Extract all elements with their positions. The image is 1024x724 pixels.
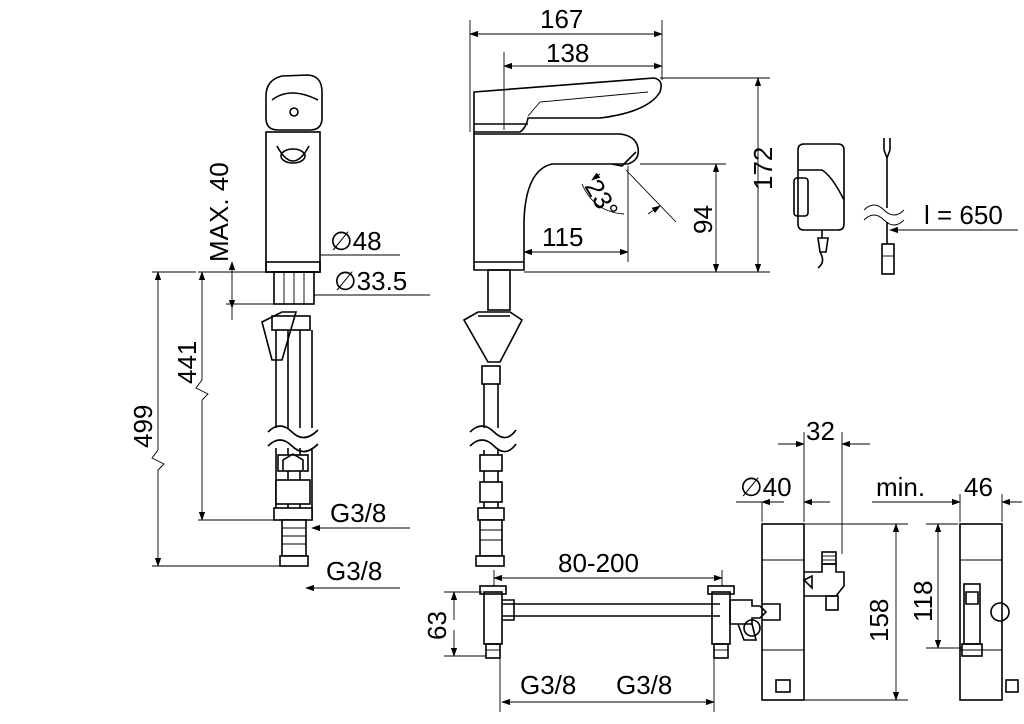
supply-pipe-assembly bbox=[479, 585, 781, 659]
front-dimensions: MAX. 40 ∅48 ∅33.5 441 499 G3/8 G3/8 bbox=[128, 162, 430, 592]
mixer-front-dimensions: 32 ∅40 158 bbox=[736, 416, 908, 701]
dim-diameter-48: ∅48 bbox=[330, 226, 382, 256]
dim-cable-length: l = 650 bbox=[924, 200, 1003, 230]
side-dimensions: 167 138 172 94 115 23° bbox=[469, 4, 778, 273]
mixer-side-dimensions: min. 46 118 bbox=[872, 472, 1022, 649]
supply-pipe-dimensions: 80-200 63 G3/8 G3/8 bbox=[422, 548, 723, 712]
mixer-side-view bbox=[959, 523, 1019, 701]
dim-441: 441 bbox=[172, 341, 202, 384]
front-lever bbox=[265, 74, 323, 131]
mixer-front-view bbox=[761, 523, 845, 701]
dim-32: 32 bbox=[806, 416, 835, 446]
dim-thread-front-2: G3/8 bbox=[326, 556, 382, 586]
faucet-front-view bbox=[261, 74, 323, 567]
dim-167: 167 bbox=[540, 4, 583, 34]
dim-23-degrees: 23° bbox=[579, 174, 625, 223]
cable-dimension: l = 650 bbox=[889, 200, 1018, 234]
dim-diameter-40: ∅40 bbox=[740, 472, 792, 502]
dim-94: 94 bbox=[688, 205, 718, 234]
dim-thread-mixer-1: G3/8 bbox=[520, 670, 576, 700]
dim-min: min. bbox=[876, 472, 925, 502]
dim-138: 138 bbox=[546, 38, 589, 68]
dim-63: 63 bbox=[422, 611, 452, 640]
lever-hole bbox=[289, 107, 299, 117]
dim-max-40: MAX. 40 bbox=[204, 162, 234, 262]
dim-115: 115 bbox=[542, 222, 583, 252]
sensor-cable bbox=[881, 138, 895, 275]
side-body bbox=[473, 132, 640, 271]
front-body bbox=[265, 131, 321, 273]
dim-158: 158 bbox=[864, 599, 894, 642]
dim-172: 172 bbox=[748, 147, 778, 190]
dim-46: 46 bbox=[964, 472, 993, 502]
dim-118: 118 bbox=[908, 581, 938, 622]
side-lever bbox=[473, 77, 662, 133]
dim-499: 499 bbox=[128, 405, 158, 448]
dim-thread-mixer-2: G3/8 bbox=[616, 670, 672, 700]
dim-thread-front-1: G3/8 bbox=[330, 498, 386, 528]
faucet-side-view bbox=[462, 77, 662, 567]
control-box bbox=[793, 143, 905, 269]
dim-80-200: 80-200 bbox=[558, 548, 639, 578]
dim-diameter-33-5: ∅33.5 bbox=[334, 266, 407, 296]
